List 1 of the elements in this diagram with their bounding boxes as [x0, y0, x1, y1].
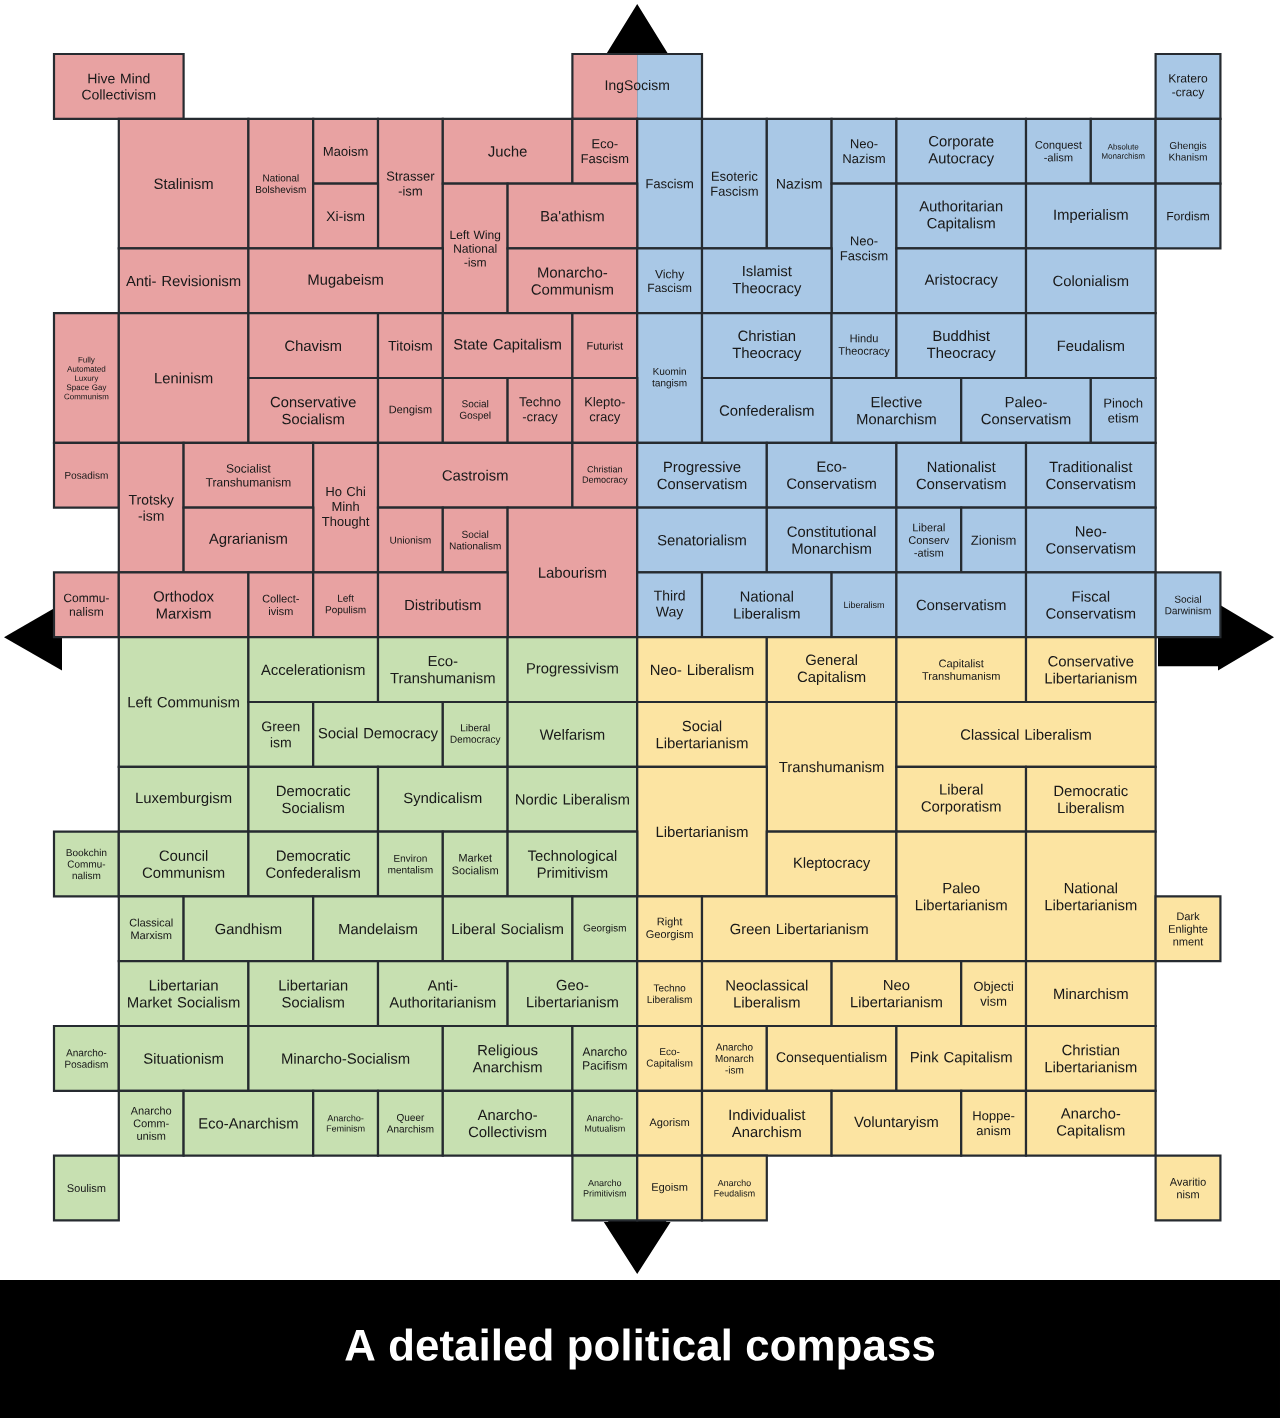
caption-band: A detailed political compass: [0, 1280, 1280, 1418]
